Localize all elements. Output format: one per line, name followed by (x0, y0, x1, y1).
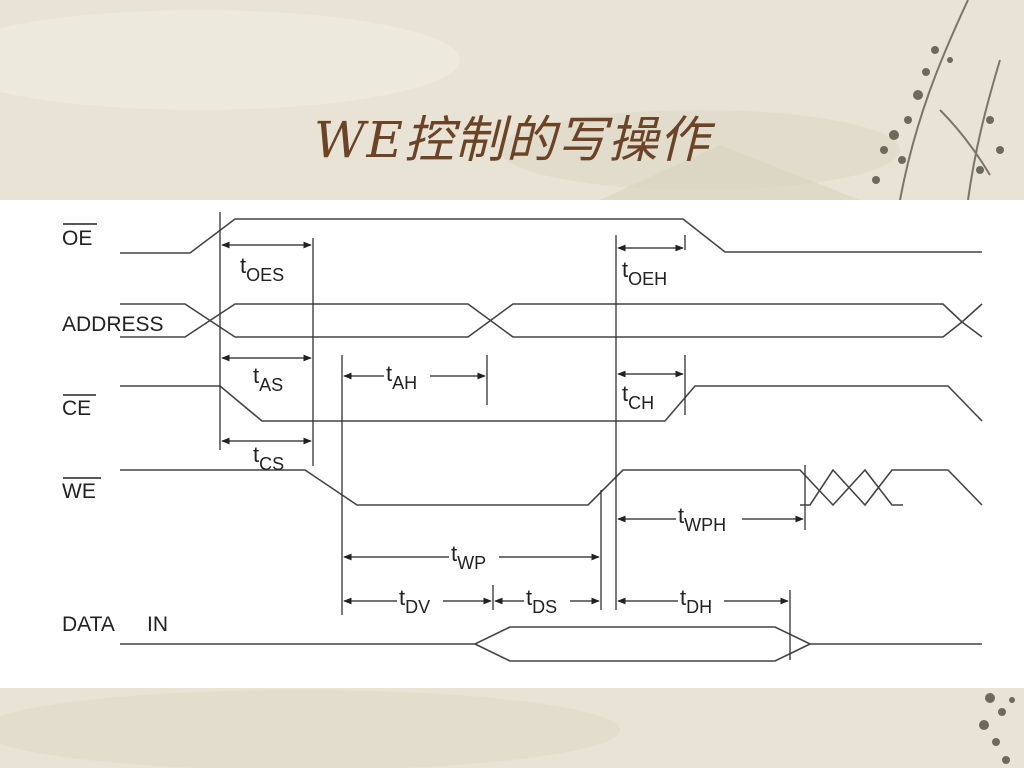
label-tdv: tDV (399, 585, 430, 617)
oe-waveform (120, 218, 982, 254)
label-toeh: tOEH (622, 257, 667, 289)
address-label: ADDRESS (62, 313, 164, 336)
label-tah: tAH (386, 361, 417, 393)
label-tdh: tDH (680, 585, 712, 617)
slide-title: WE控制的写操作 (314, 111, 710, 169)
ce-waveform (120, 385, 983, 422)
label-tds: tDS (526, 585, 557, 617)
label-twph: tWPH (678, 503, 726, 535)
blossom-dots (872, 46, 1015, 764)
we-label: WE (62, 480, 96, 503)
label-twp: tWP (451, 541, 486, 573)
label-tch: tCH (622, 381, 654, 413)
timing-diagram-panel: OE ADDRESS CE WE DATA IN (0, 200, 1024, 688)
data-in-waveform (120, 626, 982, 662)
branch-decoration (899, 0, 1001, 201)
address-waveform (120, 303, 983, 338)
data-in-label-b: IN (147, 613, 168, 636)
data-in-label: DATA (62, 613, 115, 636)
label-toes: tOES (240, 253, 284, 285)
label-tcs: tCS (253, 442, 284, 474)
we-waveform (120, 468, 983, 507)
ce-label: CE (62, 397, 91, 420)
reference-lines (219, 212, 806, 660)
oe-label: OE (62, 227, 92, 250)
timing-labels: tOES tOEH tAS tAH tCH tCS tWPH tWP tDV t… (238, 253, 742, 618)
timing-arrows (221, 241, 804, 605)
label-tas: tAS (253, 363, 283, 395)
timing-diagram: OE ADDRESS CE WE DATA IN (62, 212, 983, 662)
